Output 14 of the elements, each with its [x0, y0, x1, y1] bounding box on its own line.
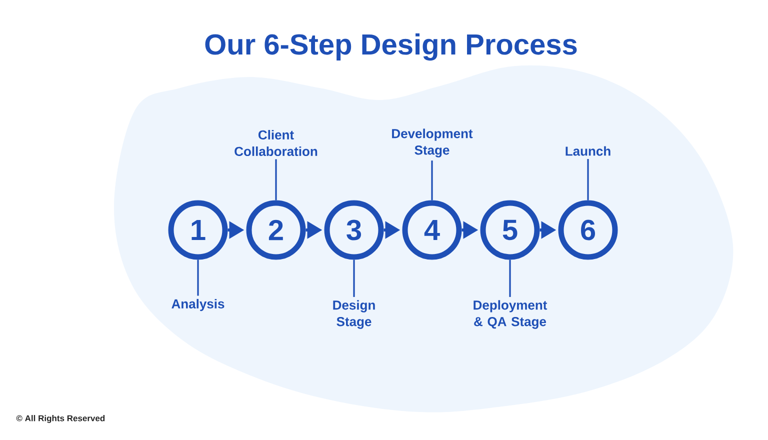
leader-line: [509, 260, 511, 297]
step-label: Deployment & QA Stage: [474, 300, 548, 329]
copyright-note: © All Rights Reserved: [16, 415, 105, 423]
step-label: Development Stage: [392, 128, 473, 158]
step-label: Client Collaboration: [234, 130, 318, 156]
leader-line: [587, 158, 589, 200]
step-label: Analysis: [172, 298, 224, 312]
title: Our 6-Step Design Process: [205, 33, 577, 61]
leader-line: [275, 159, 277, 200]
leader-line: [197, 260, 199, 296]
step-label: Launch: [566, 146, 610, 156]
leader-line: [353, 260, 355, 297]
leader-line: [431, 160, 433, 200]
step-label: Design Stage: [333, 300, 375, 329]
